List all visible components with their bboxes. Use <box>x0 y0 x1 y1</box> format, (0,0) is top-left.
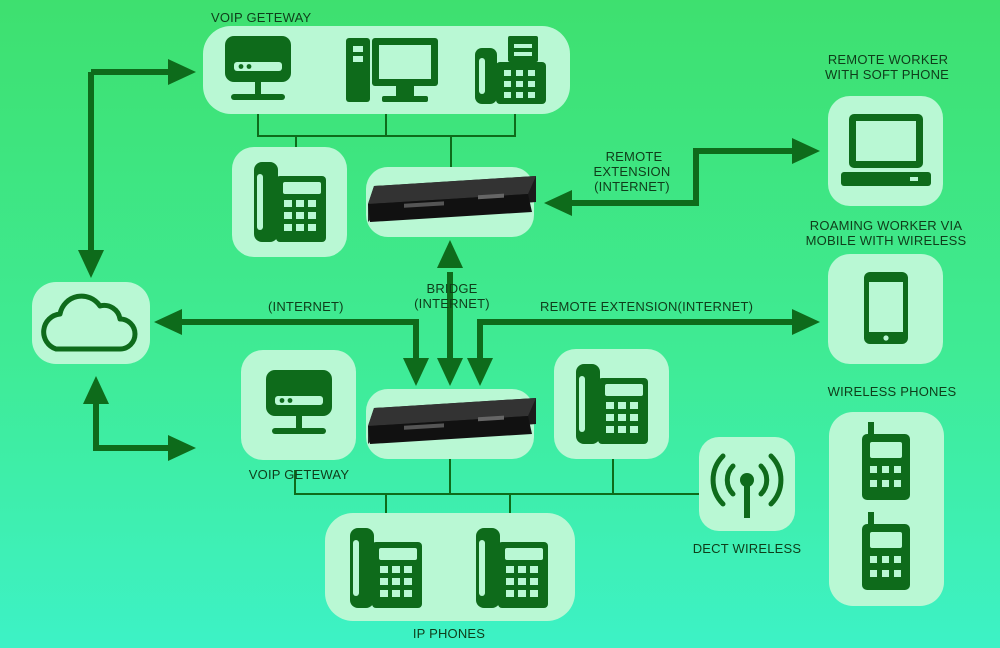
remote-extension-label-line3: (INTERNET) <box>594 179 670 194</box>
smartphone-icon <box>864 272 908 344</box>
bridge-label-line1: BRIDGE <box>426 281 477 296</box>
remote-worker-label-line1: REMOTE WORKER <box>828 52 948 67</box>
fax-phone-icon <box>475 36 546 104</box>
cloud-icon <box>41 293 138 352</box>
voip-gateway-top-label: VOIP GETEWAY <box>211 10 312 25</box>
connection-wires <box>257 110 699 526</box>
bridge-label-line2: (INTERNET) <box>414 296 490 311</box>
cloud-panel <box>32 282 150 364</box>
desktop-computer-icon <box>346 38 438 102</box>
remote-extension-label-line1: REMOTE <box>606 149 663 164</box>
voip-gateway-bottom-label: VOIP GETEWAY <box>249 467 350 482</box>
wireless-phones-label: WIRELESS PHONES <box>828 384 957 399</box>
dect-antenna-icon <box>710 453 784 518</box>
roaming-worker-label-line1: ROAMING WORKER VIA <box>810 218 963 233</box>
wireless-phones-panel <box>829 412 944 606</box>
internet-label: (INTERNET) <box>268 299 344 314</box>
ip-phones-label: IP PHONES <box>413 626 485 641</box>
roaming-worker-label-line2: MOBILE WITH WIRELESS <box>806 233 967 248</box>
laptop-icon <box>841 114 931 186</box>
remote-worker-label-line2: WITH SOFT PHONE <box>825 67 949 82</box>
connection-arrows <box>78 59 820 461</box>
dect-wireless-label: DECT WIRELESS <box>693 541 802 556</box>
remote-extension-label-line2: EXTENSION <box>594 164 671 179</box>
remote-extension-internet-label: REMOTE EXTENSION(INTERNET) <box>540 299 753 314</box>
